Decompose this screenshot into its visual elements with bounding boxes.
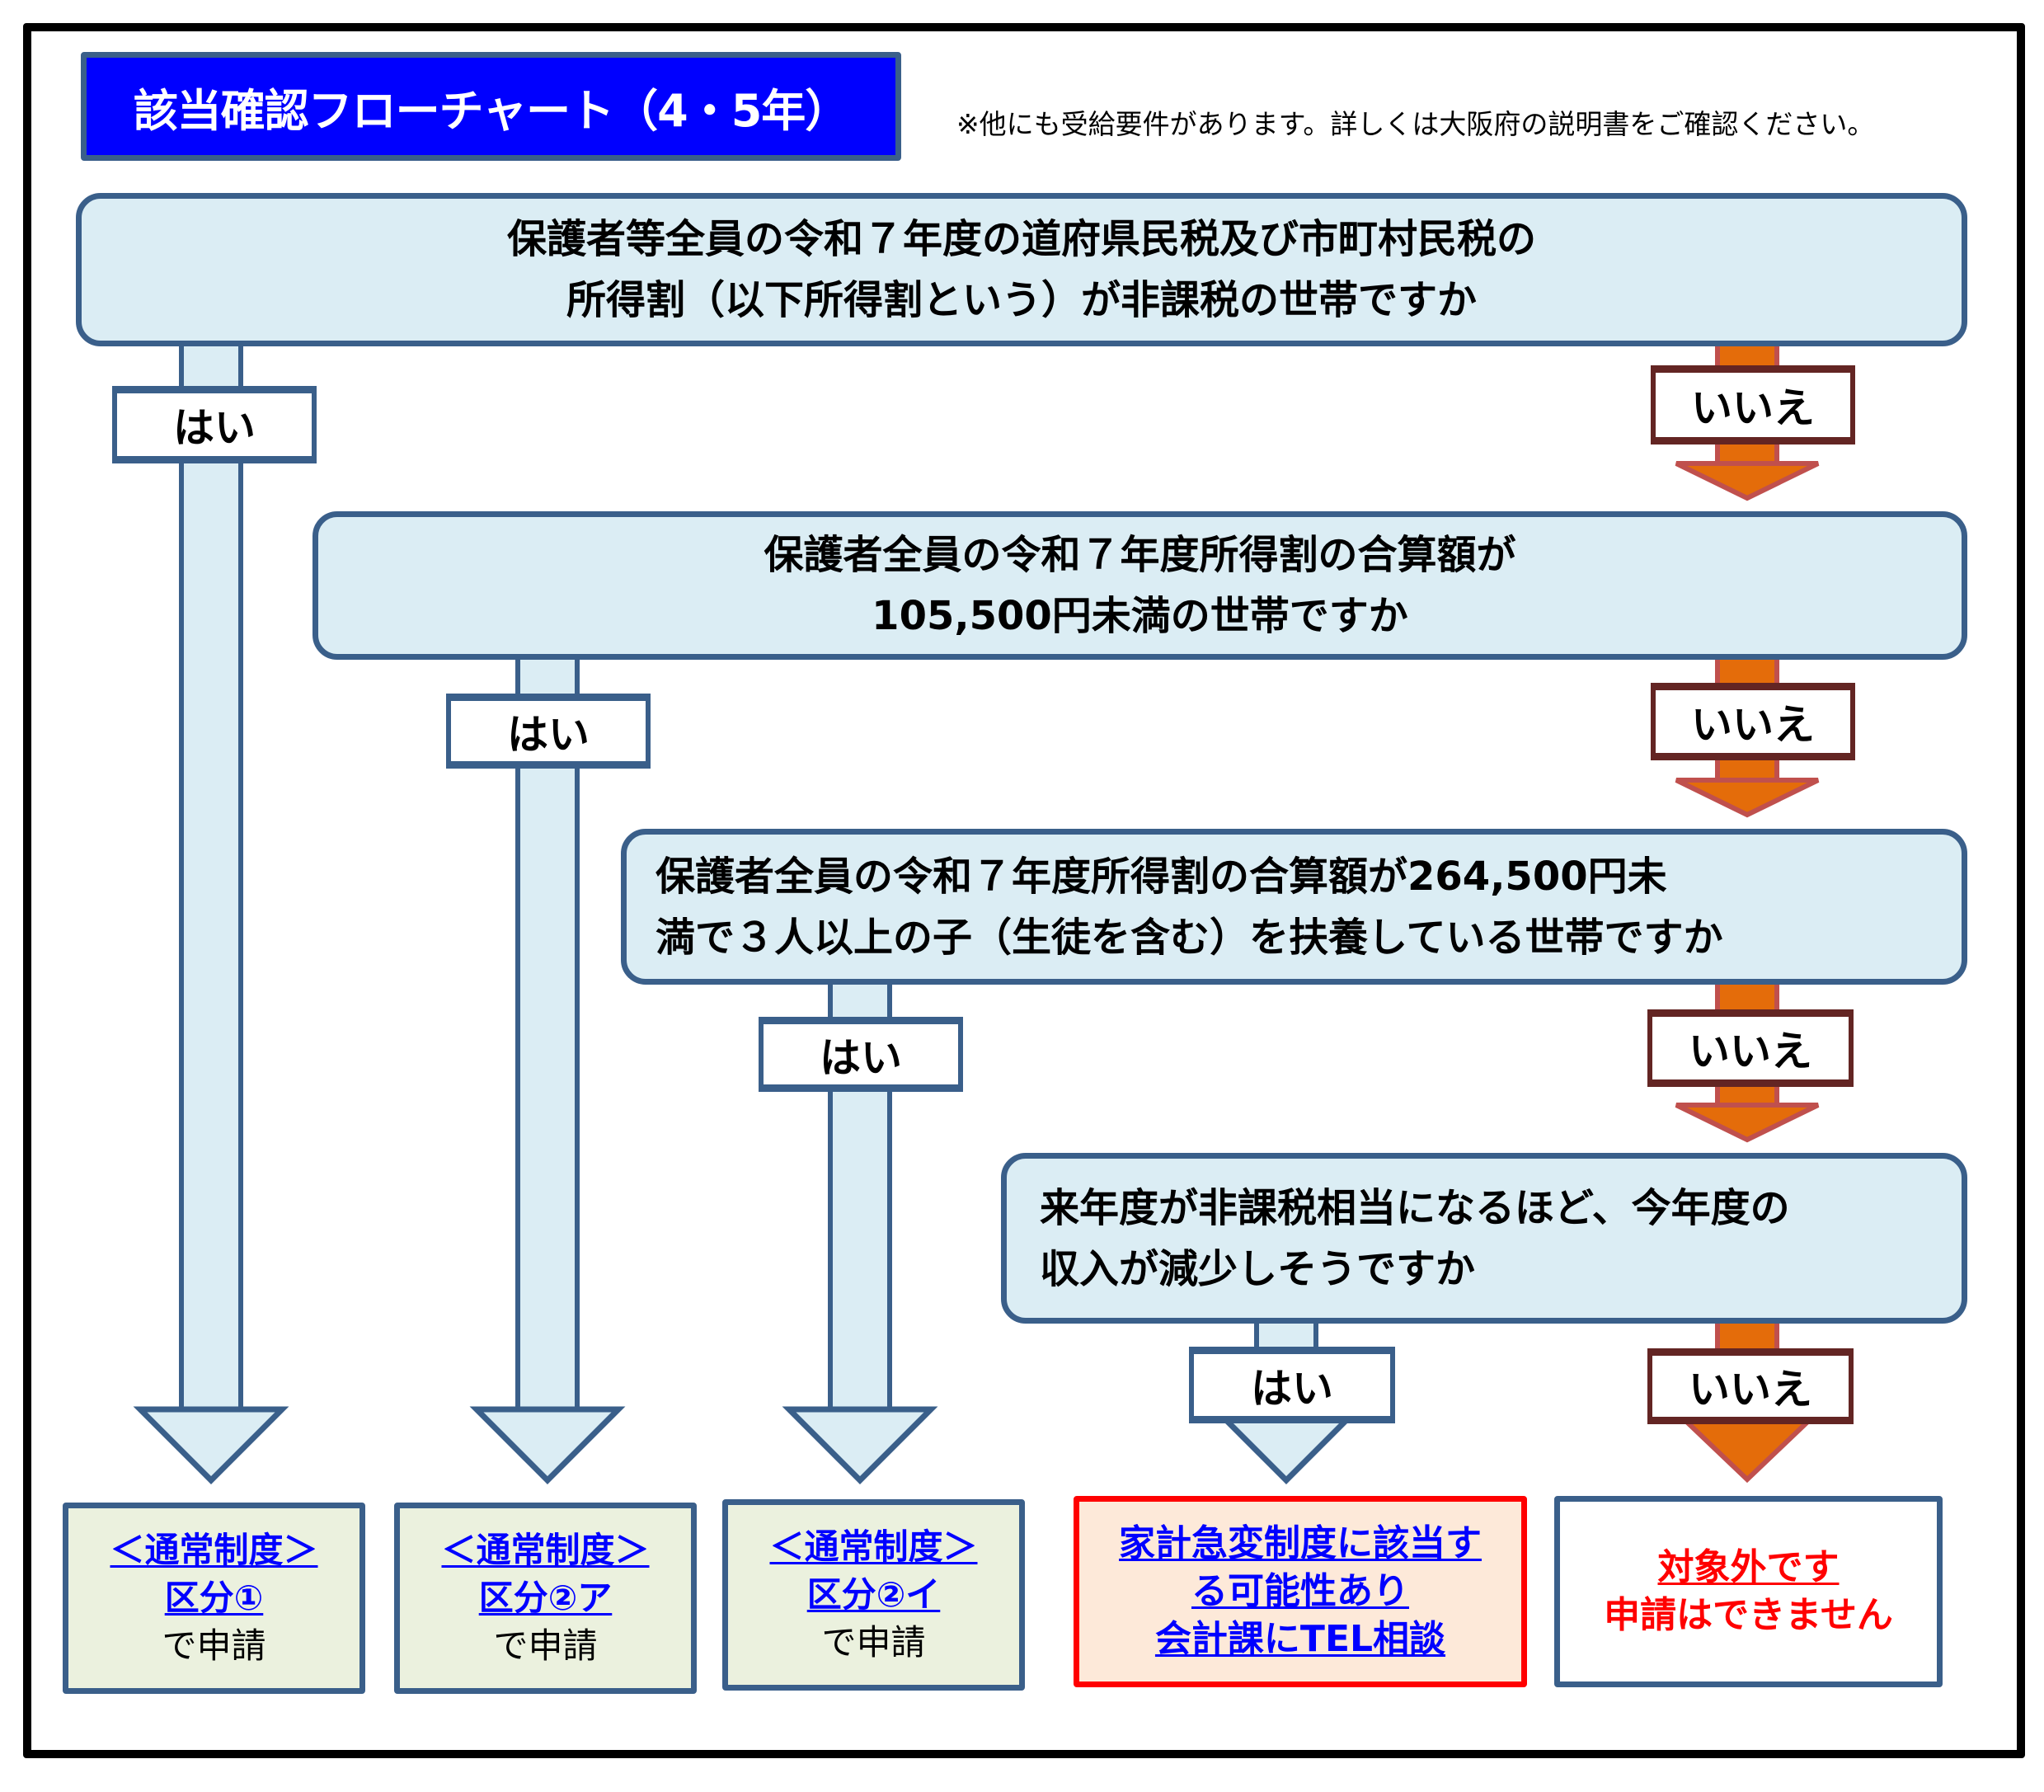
- result-link-tel-consult[interactable]: 会計課にTEL相談: [1154, 1618, 1446, 1660]
- no-label-text: いいえ: [1691, 701, 1815, 749]
- yes-arrow-head-1: [133, 1406, 289, 1484]
- question-box-2: 保護者全員の令和７年度所得割の合算額が 105,500円未満の世帯ですか: [312, 511, 1967, 660]
- eligibility-note: ※他にも受給要件があります。詳しくは大阪府の説明書をご確認ください。: [956, 108, 1875, 140]
- yes-label-1: はい: [112, 386, 317, 463]
- cannot-apply-text: 申請はできません: [1604, 1594, 1893, 1636]
- no-arrow-head-3: [1675, 1103, 1820, 1143]
- result-link-sudden-change-1[interactable]: 家計急変制度に該当す: [1119, 1522, 1482, 1564]
- no-arrow-head-1: [1675, 461, 1820, 501]
- result-link-category[interactable]: 区分②ア: [478, 1578, 613, 1618]
- result-link-normal-system[interactable]: ＜通常制度＞: [110, 1530, 318, 1570]
- page-title-text: 該当確認フローチャート（4・5年）: [133, 84, 850, 137]
- question-text-3: 保護者全員の令和７年度所得割の合算額が264,500円未 満で３人以上の子（生徒…: [655, 853, 1723, 961]
- yes-label-2: はい: [446, 694, 651, 769]
- result-apply-text: で申請: [162, 1625, 266, 1666]
- result-link-category[interactable]: 区分②イ: [806, 1574, 941, 1615]
- question-box-4: 来年度が非課税相当になるほど、今年度の 収入が減少しそうですか: [1001, 1153, 1967, 1324]
- page-title: 該当確認フローチャート（4・5年）: [81, 52, 901, 161]
- no-label-4: いいえ: [1647, 1348, 1854, 1424]
- no-label-text: いいえ: [1689, 1028, 1812, 1075]
- question-text-2: 保護者全員の令和７年度所得割の合算額が 105,500円未満の世帯ですか: [764, 532, 1516, 639]
- yes-arrow-head-2: [469, 1406, 626, 1484]
- yes-arrow-shaft-1: [179, 338, 243, 1410]
- result-box-category-2i: ＜通常制度＞ 区分②イ で申請: [722, 1499, 1025, 1691]
- result-box-category-2a: ＜通常制度＞ 区分②ア で申請: [394, 1503, 697, 1694]
- yes-label-3: はい: [759, 1017, 963, 1092]
- not-eligible-text: 対象外です: [1657, 1546, 1840, 1588]
- result-box-sudden-change: 家計急変制度に該当す る可能性あり 会計課にTEL相談: [1074, 1496, 1527, 1687]
- yes-arrow-head-3: [782, 1406, 938, 1484]
- no-label-2: いいえ: [1651, 683, 1855, 760]
- result-box-category-1: ＜通常制度＞ 区分① で申請: [63, 1503, 365, 1694]
- result-link-sudden-change-2[interactable]: る可能性あり: [1191, 1570, 1409, 1612]
- result-apply-text: で申請: [821, 1622, 926, 1663]
- question-text-1: 保護者等全員の令和７年度の道府県民税及び市町村民税の 所得割（以下所得割という）…: [506, 216, 1536, 323]
- no-label-3: いいえ: [1647, 1009, 1854, 1087]
- question-text-4: 来年度が非課税相当になるほど、今年度の 収入が減少しそうですか: [1040, 1184, 1790, 1292]
- yes-label-4: はい: [1189, 1347, 1395, 1423]
- result-box-not-eligible: 対象外です 申請はできません: [1554, 1496, 1943, 1687]
- yes-label-text: はい: [173, 404, 256, 452]
- question-box-3: 保護者全員の令和７年度所得割の合算額が264,500円未 満で３人以上の子（生徒…: [621, 829, 1967, 985]
- no-label-text: いいえ: [1689, 1366, 1812, 1413]
- result-link-category[interactable]: 区分①: [164, 1578, 264, 1618]
- yes-arrow-shaft-2: [515, 653, 580, 1410]
- result-link-normal-system[interactable]: ＜通常制度＞: [441, 1530, 650, 1570]
- no-label-1: いいえ: [1651, 365, 1855, 444]
- yes-label-text: はい: [820, 1033, 902, 1082]
- result-link-normal-system[interactable]: ＜通常制度＞: [769, 1526, 978, 1567]
- result-apply-text: で申請: [493, 1625, 598, 1666]
- question-box-1: 保護者等全員の令和７年度の道府県民税及び市町村民税の 所得割（以下所得割という）…: [76, 193, 1967, 346]
- yes-label-text: はい: [507, 710, 590, 759]
- yes-label-text: はい: [1251, 1364, 1333, 1413]
- no-label-text: いいえ: [1691, 384, 1815, 432]
- no-arrow-head-2: [1675, 778, 1820, 818]
